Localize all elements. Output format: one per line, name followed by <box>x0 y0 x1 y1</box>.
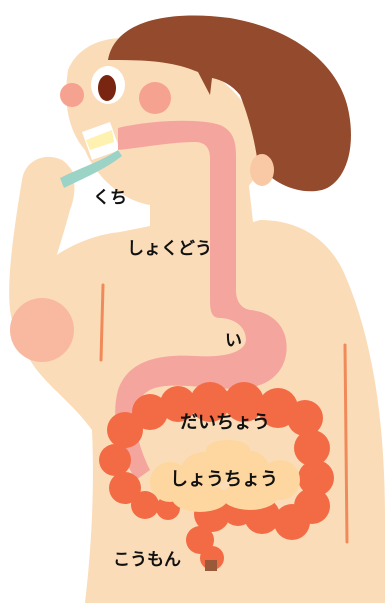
arm-line <box>101 285 103 360</box>
small-intestine-label: しょうちょう <box>170 471 278 489</box>
anus-label: こうもん <box>113 552 181 569</box>
large-intestine-label: だいちょう <box>180 414 270 432</box>
body-line <box>345 345 347 542</box>
mouth-label: くち <box>93 190 127 207</box>
ear <box>250 154 274 186</box>
elbow <box>10 298 74 362</box>
esophagus-label: しょくどう <box>127 241 212 258</box>
pupil <box>98 75 116 101</box>
cheek-right <box>139 82 171 114</box>
cheek-left <box>60 83 84 107</box>
stomach-label: い <box>225 333 242 350</box>
anus <box>205 560 217 571</box>
